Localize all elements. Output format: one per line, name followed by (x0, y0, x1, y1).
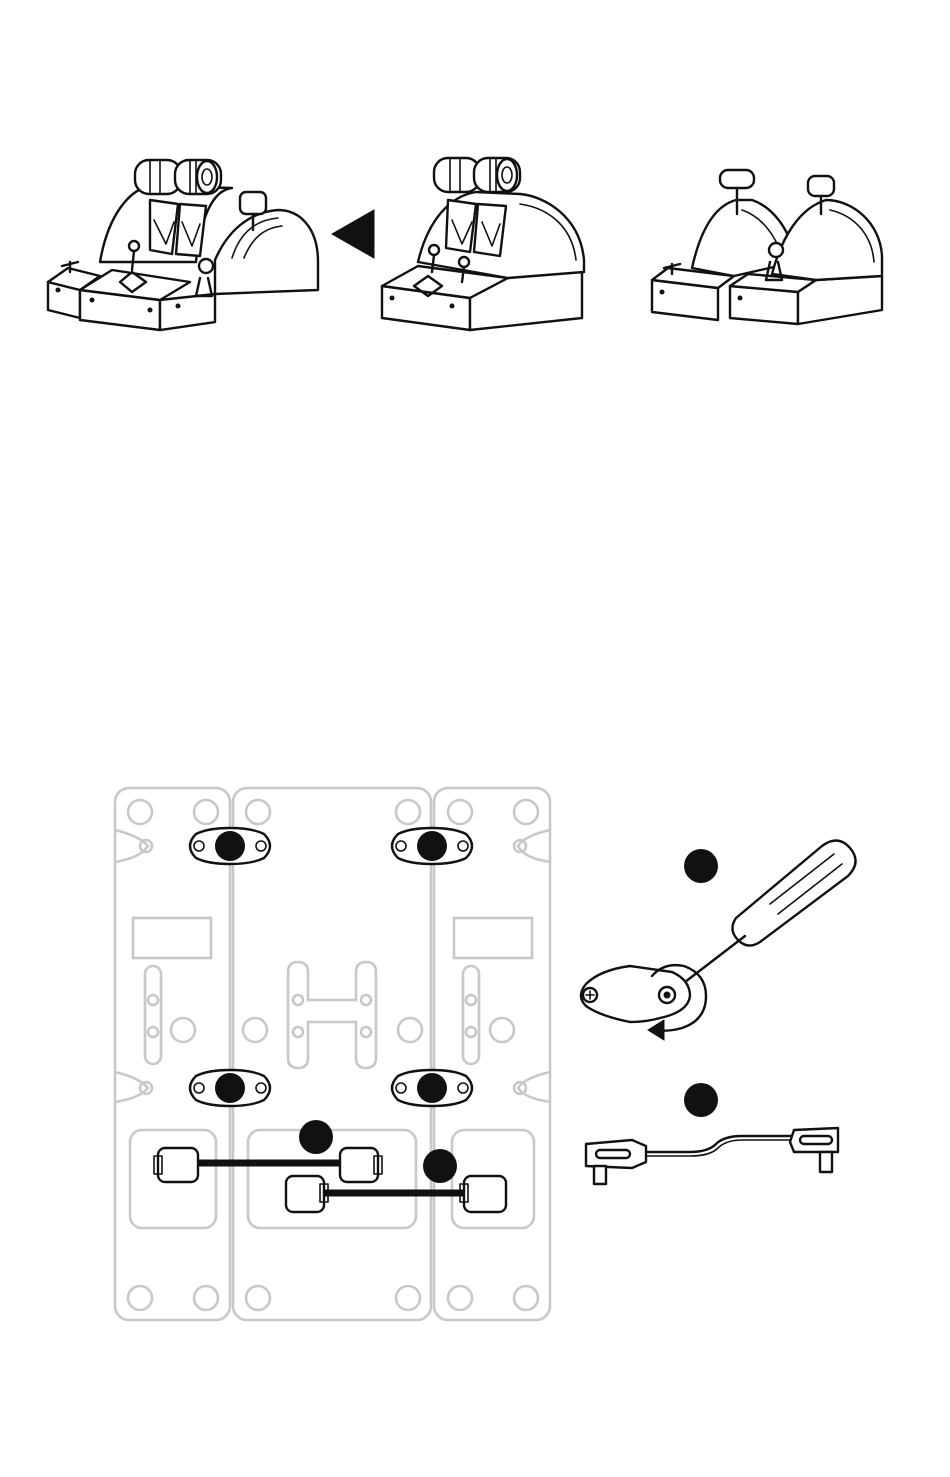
underside-plate-assembly (115, 788, 550, 1320)
connector-cable-lower (286, 1176, 506, 1212)
bracket-plate-icon (581, 966, 690, 1022)
joining-bracket-bottom-left (190, 1070, 270, 1106)
joining-bracket-top-left (190, 828, 270, 864)
screw-marker (215, 1073, 245, 1103)
full-throttle-quadrant-assembly (48, 160, 318, 330)
step-marker-screw (684, 849, 718, 883)
screw-detail (581, 840, 856, 1040)
step-marker-b (423, 1149, 457, 1183)
screw-marker (417, 831, 447, 861)
screw-marker (417, 1073, 447, 1103)
dual-throttle-module (382, 158, 584, 330)
connector-cable-detail (586, 1083, 838, 1184)
joining-bracket-top-right (392, 828, 472, 864)
joining-bracket-bottom-right (392, 1070, 472, 1106)
assembly-arrow-icon (332, 210, 374, 258)
step-marker-cable (684, 1083, 718, 1117)
step-marker-a (299, 1120, 333, 1154)
screw-marker (215, 831, 245, 861)
connector-cable-upper (154, 1148, 382, 1182)
dual-lever-add-on-modules (652, 170, 882, 324)
